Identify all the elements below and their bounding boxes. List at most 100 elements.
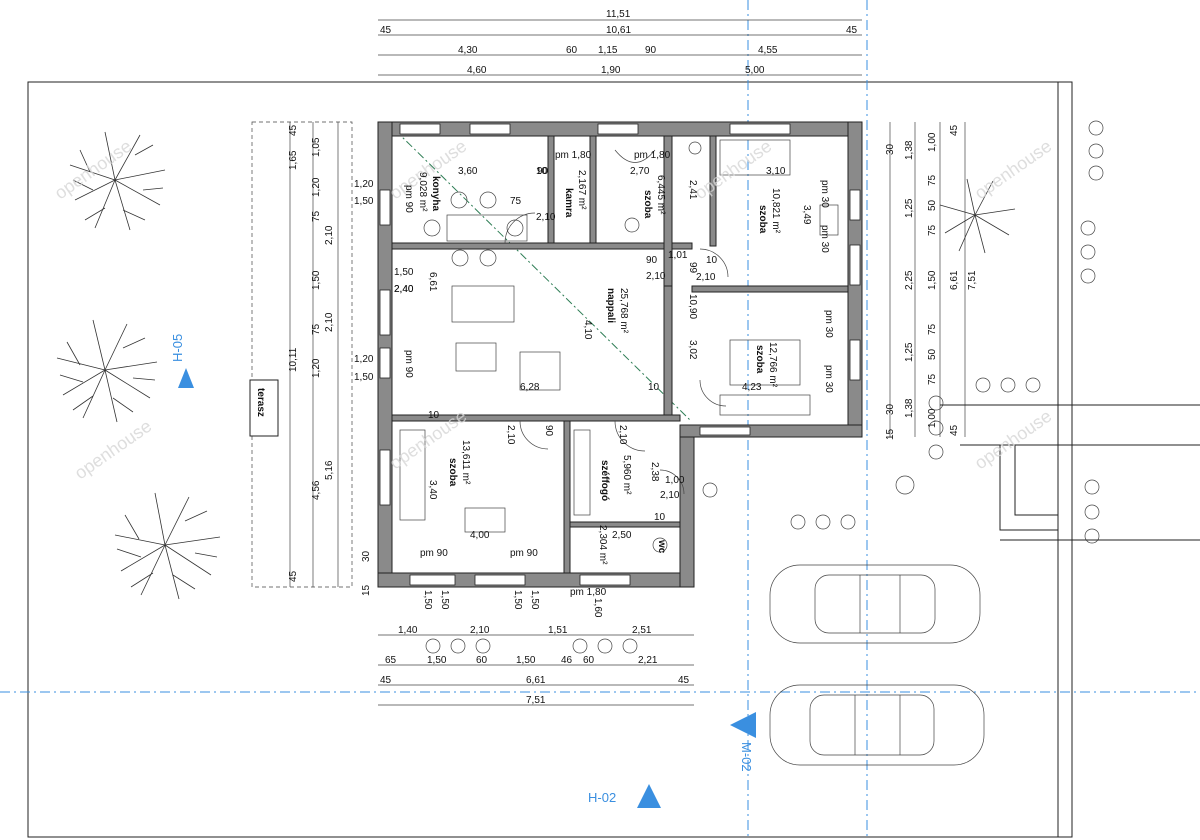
dim-label: 1,25 — [904, 342, 915, 362]
pm-labels: 1,50 1,50 1,50 1,50 1,60 — [422, 590, 603, 618]
dim-label: 75 — [927, 373, 938, 385]
room-area: 25,768 m² — [618, 288, 629, 334]
door-swings — [504, 212, 729, 495]
room-area: 13,611 m² — [460, 440, 471, 485]
dim-label: 7,51 — [526, 695, 546, 706]
dimension-lines — [289, 19, 966, 706]
tree-icon — [69, 131, 166, 231]
room-area: 2,304 m² — [597, 525, 608, 565]
tree-icon — [114, 492, 221, 600]
inner-dimensions: 3,60 10 90 75 2,10 pm 1,80 pm 1,80 2,70 … — [394, 150, 834, 598]
dim-label: 4,00 — [470, 530, 490, 541]
dim-label: 1,50 — [311, 270, 322, 290]
dim-label: 1,50 — [529, 590, 540, 610]
room-name: nappali — [605, 288, 616, 323]
room-area: 9,028 m² — [417, 172, 428, 212]
dim-label: 2,50 — [612, 530, 632, 541]
h02-marker-label: H-02 — [588, 790, 616, 805]
dim-label: 2,10 — [696, 272, 716, 283]
walls — [377, 121, 863, 588]
dim-label: 45 — [288, 124, 299, 136]
dim-label: 45 — [380, 675, 392, 686]
dim-label: 45 — [678, 675, 690, 686]
dim-label: 30 — [885, 403, 896, 415]
dim-label: 2,25 — [904, 270, 915, 290]
dim-label: 15 — [361, 584, 372, 596]
room-area: 12,766 m² — [767, 342, 778, 388]
dim-label: 3,49 — [801, 205, 812, 225]
dim-label: 1,38 — [904, 398, 915, 418]
person-icon — [895, 475, 915, 495]
dim-label: 75 — [927, 174, 938, 186]
dim-label: 1,50 — [516, 655, 536, 666]
dim-label: 4,55 — [758, 45, 778, 56]
dim-label: 1,50 — [354, 372, 374, 383]
room-area: 2,167 m² — [576, 170, 587, 210]
furniture — [399, 139, 839, 553]
dim-label: 1,50 — [927, 270, 938, 290]
car-icon — [769, 564, 981, 644]
dim-label: 10 — [428, 410, 440, 421]
dim-label: 2,10 — [324, 225, 335, 245]
dim-label: 4,23 — [742, 382, 762, 393]
dim-label: 10,90 — [687, 294, 698, 319]
watermark-text: openhouse — [971, 136, 1055, 203]
dim-label: 60 — [476, 655, 488, 666]
dim-label: 90 — [543, 425, 554, 437]
dim-label: 1,51 — [548, 625, 568, 636]
dim-label: 1,01 — [668, 250, 688, 261]
m02-marker-label: M-02 — [739, 742, 754, 772]
dim-label: 1,20 — [311, 177, 322, 197]
dim-label: 50 — [927, 348, 938, 360]
dim-label: 75 — [311, 210, 322, 222]
tree-icon — [56, 319, 158, 423]
dim-label: 10,11 — [288, 347, 299, 372]
dim-label: 46 — [561, 655, 573, 666]
dim-label: 45 — [380, 25, 392, 36]
dim-label: 75 — [927, 323, 938, 335]
dim-label: 3,10 — [766, 166, 786, 177]
dim-label: 2,38 — [649, 462, 660, 482]
watermark-text: openhouse — [51, 136, 135, 203]
dim-label: pm 1,80 — [634, 150, 671, 161]
dim-label: 2,10 — [536, 212, 556, 223]
room-name: széffogó — [599, 460, 610, 501]
plot-boundary — [27, 81, 1073, 838]
dim-label: 1,60 — [592, 598, 603, 618]
dim-label: 30 — [885, 143, 896, 155]
dim-label: 90 — [646, 255, 658, 266]
m02-marker-icon — [730, 712, 756, 738]
dim-label: 2,40 — [394, 284, 414, 295]
dim-label: 65 — [385, 655, 397, 666]
dim-label: 2,10 — [646, 271, 666, 282]
dim-label: pm 1,80 — [570, 587, 607, 598]
room-name: szoba — [757, 205, 768, 234]
dim-label: 1,50 — [354, 196, 374, 207]
dim-label: 1,00 — [927, 408, 938, 428]
dim-label: pm 90 — [403, 350, 414, 378]
dim-label: 90 — [645, 45, 657, 56]
dim-label: 2,51 — [632, 625, 652, 636]
dim-label: 6,61 — [427, 272, 438, 292]
dim-label: 3,60 — [458, 166, 478, 177]
dim-label: 75 — [927, 224, 938, 236]
dim-label: 3,40 — [427, 480, 438, 500]
diagonal-guide — [394, 129, 691, 421]
right-dimensions: 45 1,00 1,38 75 1,25 50 75 2,25 1,50 6,6… — [885, 124, 978, 440]
dim-label: 5,16 — [324, 460, 335, 480]
dim-label: 2,10 — [617, 425, 628, 445]
dim-label: 4,60 — [467, 65, 487, 76]
dim-label: 5,00 — [745, 65, 765, 76]
dim-label: 2,10 — [660, 490, 680, 501]
dim-label: 2,40 — [394, 284, 414, 295]
dim-label: 1,50 — [512, 590, 523, 610]
dim-label: 4,30 — [458, 45, 478, 56]
shrubs — [425, 120, 1104, 654]
dim-label: 3,02 — [687, 340, 698, 360]
room-name: wc — [656, 539, 667, 554]
dim-label: 1,90 — [601, 65, 621, 76]
dim-label: 15 — [885, 428, 896, 440]
h05-marker-icon — [178, 368, 194, 388]
dim-label: 1,05 — [311, 137, 322, 157]
